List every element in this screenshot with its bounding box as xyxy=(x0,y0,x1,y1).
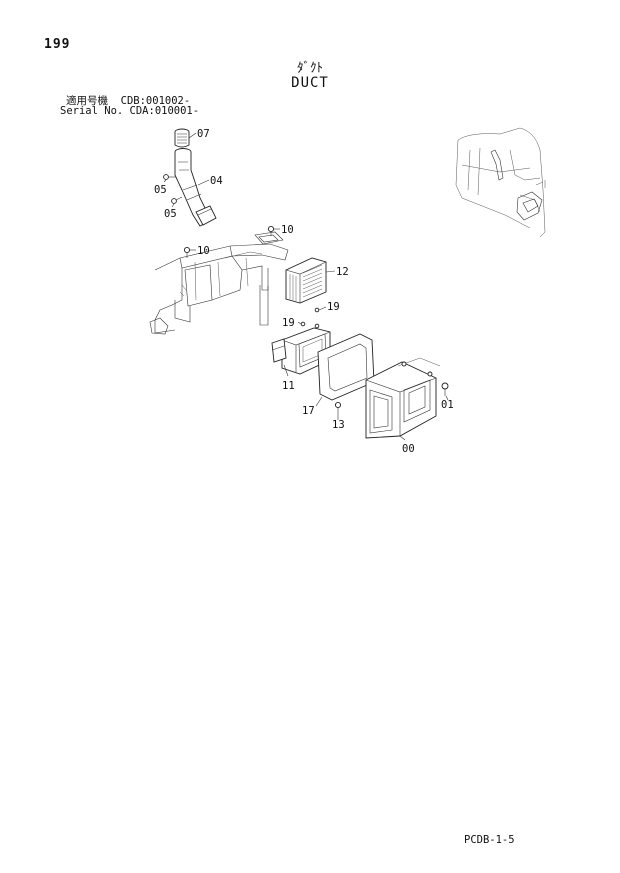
part-10-screws xyxy=(183,225,275,258)
page-title-japanese: ﾀﾞｸﾄ xyxy=(297,61,323,76)
callout-leader-lines xyxy=(163,132,449,441)
page-title: DUCT xyxy=(291,75,329,91)
callout-19-right: 19 xyxy=(327,301,340,313)
callout-05-lower: 05 xyxy=(164,208,177,220)
machine-location-inset xyxy=(455,127,546,238)
part-13-screw xyxy=(334,401,342,414)
page-footer-code: PCDB-1-5 xyxy=(464,834,515,846)
part-07-filter-cap xyxy=(174,128,190,148)
callout-01: 01 xyxy=(441,399,454,411)
callout-17: 17 xyxy=(302,405,315,417)
part-12-filter-element xyxy=(285,257,327,304)
callout-10-upper: 10 xyxy=(281,224,294,236)
part-11-air-case xyxy=(271,327,331,375)
part-04-duct-hose xyxy=(174,148,217,227)
callout-07: 07 xyxy=(197,128,210,140)
applicable-serial: Serial No. CDA:010001- xyxy=(60,105,200,117)
cab-floor-frame xyxy=(149,231,289,335)
part-01-bolt xyxy=(441,382,449,396)
part-00-duct-housing xyxy=(365,357,441,439)
part-05-screws xyxy=(163,174,183,204)
callout-19-left: 19 xyxy=(282,317,295,329)
page-number: 199 xyxy=(44,37,71,52)
callout-13: 13 xyxy=(332,419,345,431)
part-19-clips xyxy=(300,307,320,329)
callout-04: 04 xyxy=(210,175,223,187)
callout-11: 11 xyxy=(282,380,295,392)
callout-10-lower: 10 xyxy=(197,245,210,257)
callout-12: 12 xyxy=(336,266,349,278)
callout-00: 00 xyxy=(402,443,415,455)
callout-labels: 07 04 05 05 10 10 12 19 19 11 17 13 01 0… xyxy=(154,128,454,455)
applicable-serial-japanese: 適用号機 CDB:001002- xyxy=(66,95,191,107)
callout-05-upper: 05 xyxy=(154,184,167,196)
